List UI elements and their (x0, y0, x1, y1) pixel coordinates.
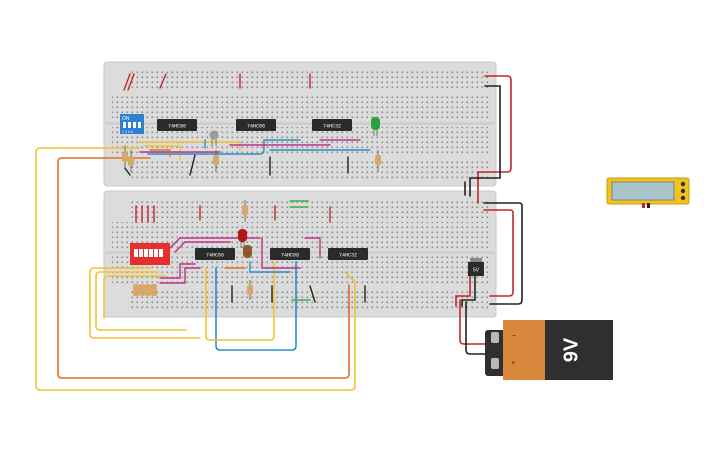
chip-label: 74HC86 (206, 253, 224, 259)
dip-switch-numbers: 1 2 3 4 (122, 130, 133, 134)
chip-label: 74HC86 (168, 124, 186, 130)
chip-label: 74HC08 (281, 253, 299, 259)
battery-label: 9V (560, 337, 582, 362)
chip-label: 74HC08 (247, 124, 265, 130)
dip-switch-blue[interactable]: ON 1 2 3 4 (120, 114, 144, 134)
resistor[interactable] (242, 200, 248, 222)
led-gray[interactable] (209, 130, 219, 147)
resistor[interactable] (375, 150, 381, 172)
ic-chip-bottom-2[interactable]: 74HC08 (270, 248, 310, 260)
long-wires[interactable] (35, 147, 356, 391)
dip-switch-red[interactable] (130, 243, 170, 265)
battery-minus: − (512, 333, 516, 340)
resistor[interactable] (128, 150, 134, 172)
power-wires[interactable] (455, 75, 523, 355)
short-wires-bottom[interactable] (135, 200, 366, 303)
resistor[interactable] (122, 145, 128, 170)
ic-chip-bottom-3[interactable]: 74HC32 (328, 248, 368, 260)
breadboard-top[interactable] (103, 61, 497, 187)
battery-plus: + (511, 360, 515, 367)
resistors[interactable] (122, 145, 381, 300)
chip-label: 74HC32 (339, 253, 357, 259)
ic-chip-top-1[interactable]: 74HC86 (157, 119, 197, 131)
ic-chip-bottom-1[interactable]: 74HC86 (195, 248, 235, 260)
dip-switch-label: ON (122, 116, 130, 122)
short-wires-top[interactable] (123, 73, 371, 176)
ic-chip-top-3[interactable]: 74HC32 (312, 119, 352, 131)
resistor-bank[interactable] (133, 284, 157, 296)
regulator-label: 5V (473, 268, 480, 274)
ic-chip-top-2[interactable]: 74HC08 (236, 119, 276, 131)
multimeter[interactable] (606, 177, 690, 208)
led-brown[interactable] (243, 245, 252, 258)
resistor[interactable] (213, 150, 219, 172)
voltage-regulator[interactable]: 5V (468, 258, 484, 276)
led-green[interactable] (371, 117, 380, 136)
battery-9v[interactable]: 9V − + (485, 320, 613, 380)
resistor[interactable] (247, 280, 253, 300)
chip-label: 74HC32 (323, 124, 341, 130)
